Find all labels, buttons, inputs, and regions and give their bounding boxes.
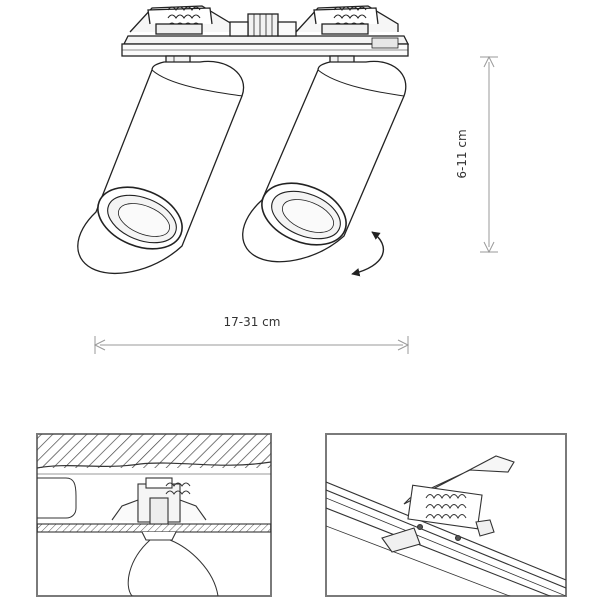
ceiling-slab: [37, 434, 271, 468]
width-dimension-label: 17-31 cm: [224, 315, 281, 329]
height-dimension: 6-11 cm: [455, 55, 498, 254]
mounting-plate: [121, 35, 410, 57]
detail-panel-spring-clip: [325, 433, 567, 597]
spotlight-left: [77, 55, 245, 275]
spring-clip-detail: [381, 455, 515, 553]
width-dimension: 17-31 cm: [93, 315, 410, 354]
installed-fixture: [111, 477, 219, 596]
detail-panel-installation: [36, 433, 272, 597]
spring-clip-right: [295, 5, 399, 35]
mounting-rail: [326, 481, 566, 596]
terminal-block: [229, 13, 297, 37]
spring-clip-left: [129, 5, 233, 35]
plasterboard: [37, 523, 271, 533]
spotlight-right: [242, 55, 407, 263]
fixture-drawing: [77, 5, 410, 277]
rotation-arrow-icon: [351, 231, 384, 277]
height-dimension-label: 6-11 cm: [455, 129, 469, 178]
